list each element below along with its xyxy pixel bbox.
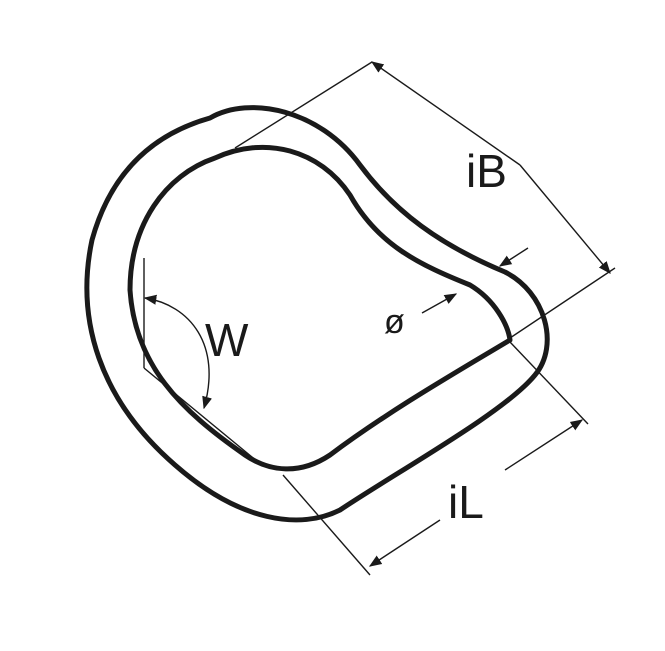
label-inner-length: iL xyxy=(448,476,484,528)
thimble-inner-outline xyxy=(127,144,513,472)
dimension-diameter: ø xyxy=(384,293,458,341)
dimension-angle: W xyxy=(143,258,259,463)
dimension-inner-breadth: iB xyxy=(234,61,616,339)
label-inner-breadth: iB xyxy=(466,145,507,197)
label-angle: W xyxy=(205,314,249,366)
dimension-inner-length: iL xyxy=(282,341,589,576)
dimension-wall xyxy=(498,247,529,267)
thimble-outer-outline xyxy=(84,105,550,523)
label-diameter: ø xyxy=(384,303,405,341)
